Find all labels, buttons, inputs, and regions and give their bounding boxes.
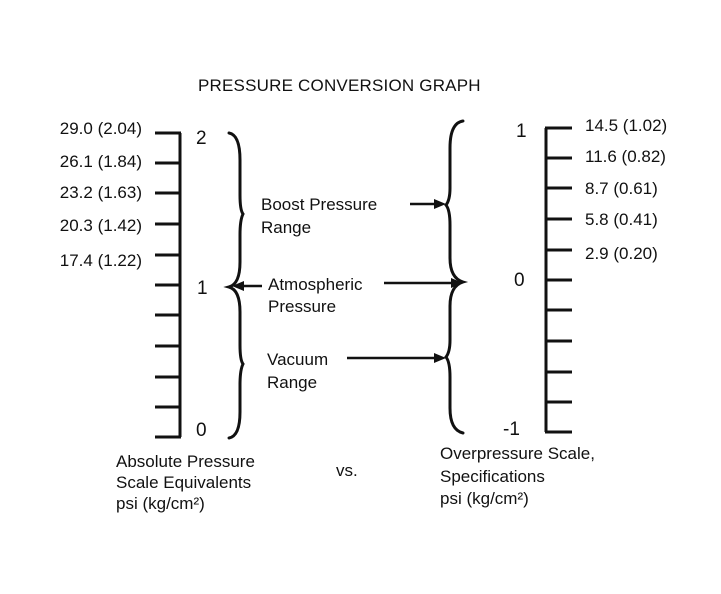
right-scale-ticks: [545, 126, 572, 434]
left-caption-line3: psi (kg/cm²): [116, 494, 205, 513]
right-brace: [444, 119, 469, 435]
right-major-label-0: 0: [514, 270, 525, 291]
left-caption-line2: Scale Equivalents: [116, 473, 252, 492]
left-major-label-2: 2: [196, 128, 207, 149]
left-major-label-0: 0: [196, 420, 207, 441]
left-major-label-1: 1: [197, 278, 208, 299]
vacuum-range-label-line2: Range: [267, 373, 318, 392]
boost-range-label-line1: Boost Pressure: [261, 195, 378, 214]
left-psi-label: 29.0 (2.04): [59, 119, 142, 138]
atmospheric-arrowhead-right: [451, 278, 463, 288]
boost-arrowhead: [434, 199, 446, 209]
right-caption-line3: psi (kg/cm²): [440, 489, 529, 508]
right-major-label-1: 1: [516, 121, 527, 142]
right-psi-label: 5.8 (0.41): [585, 210, 658, 229]
boost-range-label-line2: Range: [261, 218, 312, 237]
right-psi-label: 14.5 (1.02): [585, 116, 668, 135]
vacuum-range-label-line1: Vacuum: [267, 350, 329, 369]
right-caption-line1: Overpressure Scale,: [440, 444, 595, 463]
left-psi-label: 23.2 (1.63): [59, 183, 142, 202]
left-psi-label: 20.3 (1.42): [59, 216, 142, 235]
graph-title: PRESSURE CONVERSION GRAPH: [198, 76, 481, 95]
versus-label: vs.: [336, 461, 358, 480]
left-brace: [223, 131, 245, 440]
right-major-label-neg1: -1: [503, 419, 520, 440]
range-arrows: [232, 199, 463, 363]
vacuum-arrowhead: [434, 353, 446, 363]
left-caption-line1: Absolute Pressure: [116, 452, 255, 471]
right-psi-label: 11.6 (0.82): [585, 147, 666, 166]
right-psi-label: 2.9 (0.20): [585, 244, 658, 263]
left-scale-ticks: [155, 131, 181, 439]
right-caption-line2: Specifications: [440, 467, 545, 486]
right-psi-label: 8.7 (0.61): [585, 179, 658, 198]
atmospheric-label-line2: Pressure: [268, 297, 337, 316]
atmospheric-arrowhead-left: [232, 281, 244, 291]
atmospheric-label-line1: Atmospheric: [268, 275, 363, 294]
left-psi-label: 26.1 (1.84): [59, 152, 142, 171]
left-psi-label: 17.4 (1.22): [59, 251, 142, 270]
